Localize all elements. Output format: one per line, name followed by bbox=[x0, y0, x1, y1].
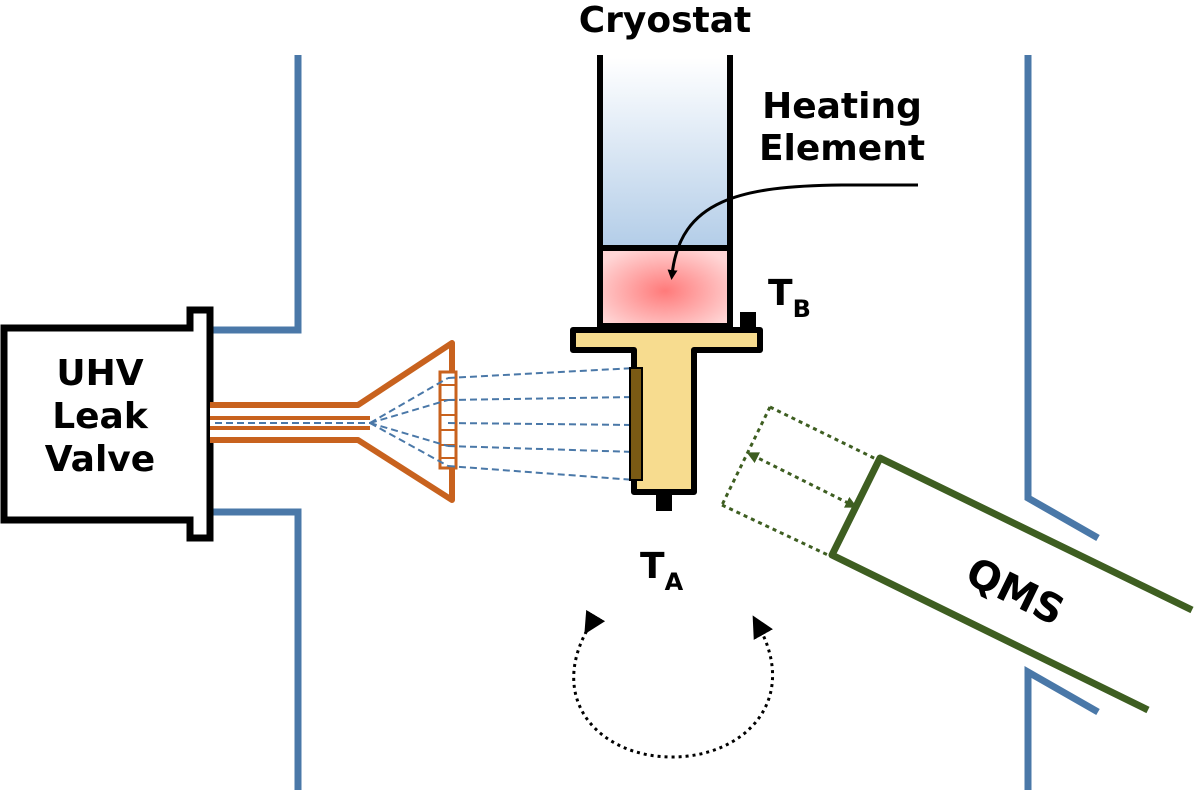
tb-label: TB bbox=[768, 273, 811, 323]
rotation-arrow bbox=[572, 609, 775, 759]
sample-holder bbox=[570, 327, 763, 495]
chamber-wall-right-upper bbox=[1024, 55, 1100, 542]
leak-valve-label-line2: Leak bbox=[52, 396, 149, 437]
ta-label: TA bbox=[640, 546, 684, 596]
heating-element-label-line2: Element bbox=[759, 128, 925, 169]
gas-beam bbox=[215, 367, 636, 481]
cryostat-label: Cryostat bbox=[579, 0, 752, 41]
qms-retracted-outline bbox=[720, 405, 879, 558]
thermocouple-ta bbox=[656, 495, 672, 511]
uhv-leak-valve: UHV Leak Valve bbox=[0, 306, 214, 542]
chamber-wall-right-lower bbox=[1024, 665, 1100, 790]
qms-distance-arrow bbox=[746, 452, 858, 508]
sample-crystal bbox=[629, 367, 643, 481]
thermocouple-tb bbox=[740, 312, 756, 328]
doser-aperture bbox=[438, 370, 458, 470]
chamber-wall-left-lower bbox=[210, 508, 302, 790]
heating-element bbox=[597, 245, 733, 329]
chamber-wall-left-upper bbox=[210, 55, 302, 334]
cryostat: Cryostat bbox=[579, 0, 752, 326]
leak-valve-label-line3: Valve bbox=[45, 439, 155, 480]
heating-element-label-line1: Heating bbox=[762, 86, 922, 127]
gas-doser bbox=[210, 340, 458, 503]
qms: QMS bbox=[828, 454, 1194, 714]
heating-element-pointer bbox=[667, 183, 918, 280]
leak-valve-label-line1: UHV bbox=[56, 353, 143, 394]
